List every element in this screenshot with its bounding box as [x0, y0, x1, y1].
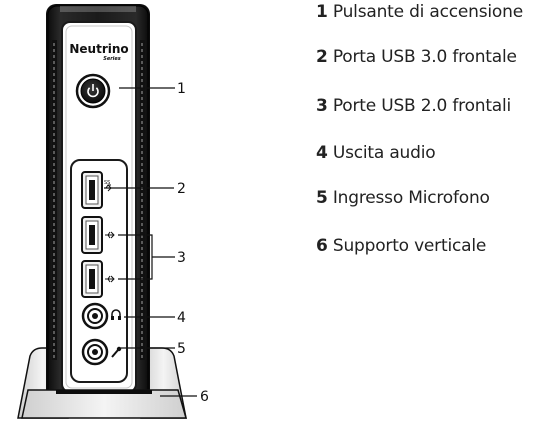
callout-2: 2 — [177, 181, 186, 197]
svg-text:SS: SS — [104, 180, 110, 186]
usb3-port[interactable] — [81, 171, 103, 209]
callout-5: 5 — [177, 341, 186, 357]
usb-icon — [105, 231, 115, 239]
audio-out-jack[interactable] — [81, 302, 109, 330]
legend-item-stand: 6 Supporto verticale — [316, 236, 487, 256]
usb2-port-upper[interactable] — [81, 216, 103, 254]
leader-lines — [104, 87, 197, 397]
usb-icon — [105, 275, 115, 283]
legend-item-usb2: 3 Porte USB 2.0 frontali — [316, 96, 512, 116]
callout-6: 6 — [200, 389, 209, 405]
brand-label: Neutrino — [69, 42, 128, 56]
power-button[interactable] — [75, 73, 111, 109]
mic-in-jack[interactable] — [81, 338, 109, 366]
brand-series-label: Series — [103, 56, 121, 62]
vertical-stand-front — [21, 389, 187, 419]
legend-item-audio-out: 4 Uscita audio — [316, 143, 436, 163]
headphone-icon — [111, 309, 121, 320]
right-vent-strip — [140, 40, 145, 360]
callout-3: 3 — [177, 250, 186, 266]
callout-1: 1 — [177, 81, 186, 97]
power-icon — [87, 84, 99, 98]
legend-item-mic-in: 5 Ingresso Microfono — [316, 188, 490, 208]
left-vent-strip — [52, 40, 57, 360]
legend-item-power-button: 1 Pulsante di accensione — [316, 2, 523, 22]
usb2-port-lower[interactable] — [81, 260, 103, 298]
callout-4: 4 — [177, 310, 186, 326]
legend-item-usb3: 2 Porta USB 3.0 frontale — [316, 47, 517, 67]
